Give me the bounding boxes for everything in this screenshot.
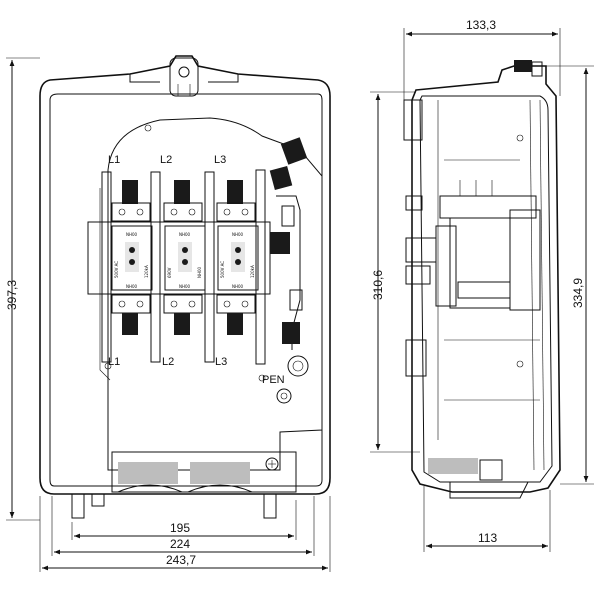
dim-front-height: 397,3 <box>5 280 19 310</box>
fuse-3-nh-bottom: NH00 <box>232 284 244 289</box>
dim-front-width-total: 243,7 <box>166 553 196 567</box>
dim-side-height-inner: 310,6 <box>371 270 385 300</box>
dim-side-height-total: 334,9 <box>571 278 585 308</box>
dimension-lines: 397,3 195 224 243,7 133,3 310,6 334,9 <box>5 18 594 572</box>
phase-label-top-l1: L1 <box>108 154 120 166</box>
dim-front-width-mid: 224 <box>170 537 190 551</box>
busbars <box>101 169 266 365</box>
side-view <box>403 60 561 499</box>
front-view: L1 L2 L3 <box>39 55 331 519</box>
fuse-3-text-b: 120kA <box>250 265 255 278</box>
fuse-1-nh: NH00 <box>126 232 138 237</box>
fuse-1-text-a: 500V AC <box>114 261 119 278</box>
fuse-1-text-b: 120kA <box>144 265 149 278</box>
dim-side-depth-top: 133,3 <box>466 18 496 32</box>
dim-side-depth-bottom: 113 <box>478 531 497 545</box>
phase-label-top-l3: L3 <box>214 154 226 166</box>
mounting-plate <box>107 117 323 471</box>
top-lug <box>169 57 199 97</box>
neutral-rail <box>269 137 309 404</box>
top-lug-hole <box>178 66 190 78</box>
fuse-1-nh-bottom: NH00 <box>126 284 138 289</box>
fuse-2-nh-bottom: NH00 <box>179 284 191 289</box>
phase-label-top-l2: L2 <box>160 154 172 166</box>
cable-gland <box>111 451 297 493</box>
top-terminal-row <box>111 180 256 222</box>
front-housing-inner <box>49 93 323 487</box>
fuse-2-text-b: NH00 <box>197 266 202 278</box>
fuse-bases: 500V AC 120kA 690V NH00 500V AC 120kA NH… <box>87 221 271 295</box>
bottom-terminal-row <box>111 294 256 335</box>
fuse-3-text-a: 500V AC <box>220 261 225 278</box>
phase-label-bottom-l3: L3 <box>215 356 227 368</box>
fuse-2-text-a: 690V <box>167 267 172 278</box>
side-housing-outer <box>411 65 561 493</box>
dim-front-width-inner: 195 <box>170 521 190 535</box>
front-housing-outer <box>39 55 331 495</box>
phase-label-bottom-l1: L1 <box>108 356 120 368</box>
pen-label: PEN <box>262 374 285 386</box>
phase-label-bottom-l2: L2 <box>162 356 174 368</box>
fuse-3-nh: NH00 <box>232 232 244 237</box>
fuse-2-nh: NH00 <box>179 232 191 237</box>
